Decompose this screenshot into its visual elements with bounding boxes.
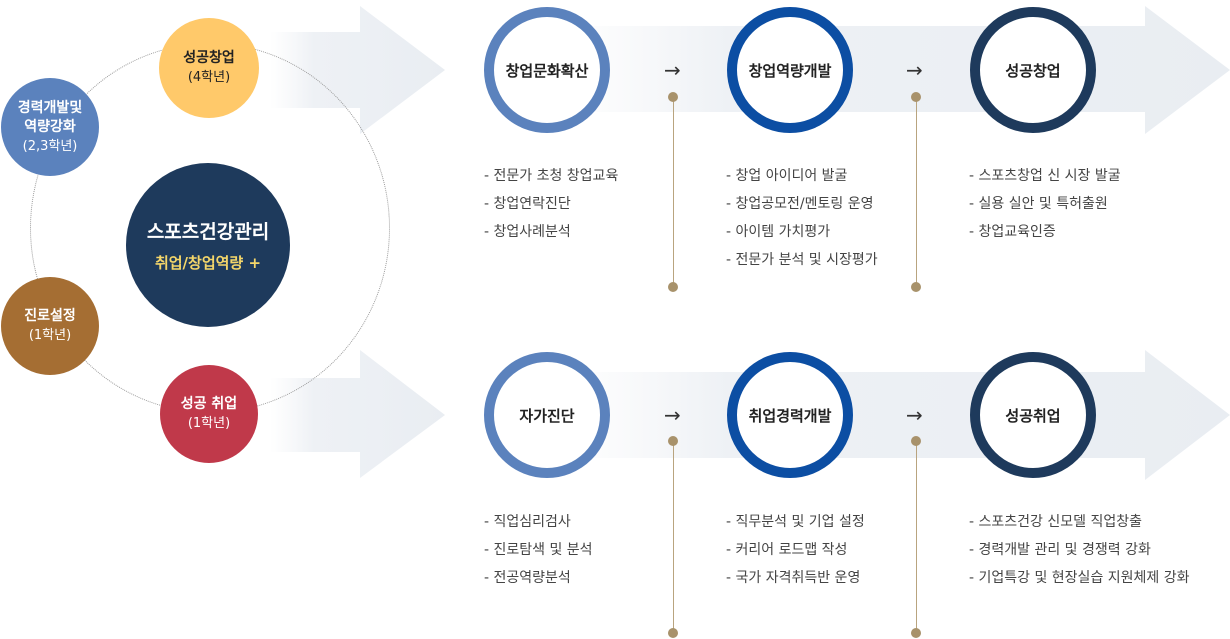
center-subtitle: 취업/창업역량 +	[154, 254, 262, 272]
list-item: - 스포츠건강 신모델 직업창출	[969, 514, 1142, 530]
flow-arrow-icon: →	[664, 58, 681, 82]
step-employment-career: 취업경력개발	[727, 352, 853, 478]
step-label: 창업역량개발	[748, 61, 832, 80]
divider-dot	[911, 436, 921, 446]
divider-line	[673, 441, 674, 633]
list-item: - 아이템 가치평가	[726, 224, 831, 240]
list-item: - 커리어 로드맵 작성	[726, 542, 848, 558]
divider-line	[916, 97, 917, 287]
flow-arrow-icon: →	[664, 403, 681, 427]
step-label: 자가진단	[519, 406, 575, 425]
divider-dot	[668, 436, 678, 446]
list-item: - 창업 아이디어 발굴	[726, 168, 848, 184]
list-item: - 직무분석 및 기업 설정	[726, 514, 865, 530]
node-title: 성공 취업	[180, 396, 238, 412]
flow-arrow-icon: →	[906, 403, 923, 427]
list-item: - 국가 자격취득반 운영	[726, 570, 861, 586]
list-item: - 직업심리검사	[484, 514, 571, 530]
success-employment-list: - 스포츠건강 신모델 직업창출 - 경력개발 관리 및 경쟁력 강화 - 기업…	[969, 508, 1190, 592]
cycle-node-career-development: 경력개발및 역량강화 (2,3학년)	[1, 78, 99, 176]
node-title: 성공창업	[183, 50, 235, 66]
list-item: - 실용 실안 및 특허출원	[969, 196, 1108, 212]
list-item: - 창업연락진단	[484, 196, 571, 212]
node-title: 진로설정	[24, 308, 76, 324]
list-item: - 전문가 분석 및 시장평가	[726, 252, 878, 268]
cycle-center: 스포츠건강관리 취업/창업역량 +	[126, 163, 290, 327]
list-item: - 창업교육인증	[969, 224, 1056, 240]
list-item: - 스포츠창업 신 시장 발굴	[969, 168, 1121, 184]
step-label: 창업문화확산	[505, 61, 589, 80]
right-arrow-top	[560, 6, 1230, 134]
startup-capability-list: - 창업 아이디어 발굴 - 창업공모전/멘토링 운영 - 아이템 가치평가 -…	[726, 162, 878, 274]
list-item: - 경력개발 관리 및 경쟁력 강화	[969, 542, 1151, 558]
divider-dot	[668, 92, 678, 102]
node-sub: (1학년)	[28, 328, 72, 343]
divider-dot	[668, 628, 678, 638]
list-item: - 기업특강 및 현장실습 지원체제 강화	[969, 570, 1190, 586]
center-title: 스포츠건강관리	[146, 221, 270, 243]
list-item: - 전문가 초청 창업교육	[484, 168, 619, 184]
node-sub: (4학년)	[187, 70, 231, 85]
node-sub: (1학년)	[187, 416, 231, 431]
step-success-employment: 성공취업	[970, 352, 1096, 478]
step-self-diagnosis: 자가진단	[484, 352, 610, 478]
right-arrow-bottom	[560, 350, 1230, 480]
cycle-node-success-startup: 성공창업 (4학년)	[159, 18, 259, 118]
self-diagnosis-list: - 직업심리검사 - 진로탐색 및 분석 - 전공역량분석	[484, 508, 593, 592]
step-label: 성공취업	[1005, 406, 1061, 425]
list-item: - 창업사례분석	[484, 224, 571, 240]
divider-dot	[911, 92, 921, 102]
divider-dot	[668, 282, 678, 292]
list-item: - 창업공모전/멘토링 운영	[726, 196, 874, 212]
divider-dot	[911, 628, 921, 638]
left-arrow-bottom	[270, 350, 445, 478]
node-sub: (2,3학년)	[22, 138, 78, 154]
divider-dot	[911, 282, 921, 292]
step-startup-culture: 창업문화확산	[484, 7, 610, 133]
employment-career-list: - 직무분석 및 기업 설정 - 커리어 로드맵 작성 - 국가 자격취득반 운…	[726, 508, 865, 592]
list-item: - 진로탐색 및 분석	[484, 542, 593, 558]
node-title: 경력개발및 역량강화	[17, 99, 83, 135]
step-label: 성공창업	[1005, 61, 1061, 80]
cycle-node-career-setting: 진로설정 (1학년)	[1, 277, 99, 375]
cycle-node-success-employment: 성공 취업 (1학년)	[160, 365, 258, 463]
startup-culture-list: - 전문가 초청 창업교육 - 창업연락진단 - 창업사례분석	[484, 162, 618, 246]
step-success-startup: 성공창업	[970, 7, 1096, 133]
step-startup-capability: 창업역량개발	[727, 7, 853, 133]
step-label: 취업경력개발	[748, 406, 832, 425]
flow-arrow-icon: →	[906, 58, 923, 82]
divider-line	[673, 97, 674, 287]
divider-line	[916, 441, 917, 633]
success-startup-list: - 스포츠창업 신 시장 발굴 - 실용 실안 및 특허출원 - 창업교육인증	[969, 162, 1121, 246]
list-item: - 전공역량분석	[484, 570, 571, 586]
